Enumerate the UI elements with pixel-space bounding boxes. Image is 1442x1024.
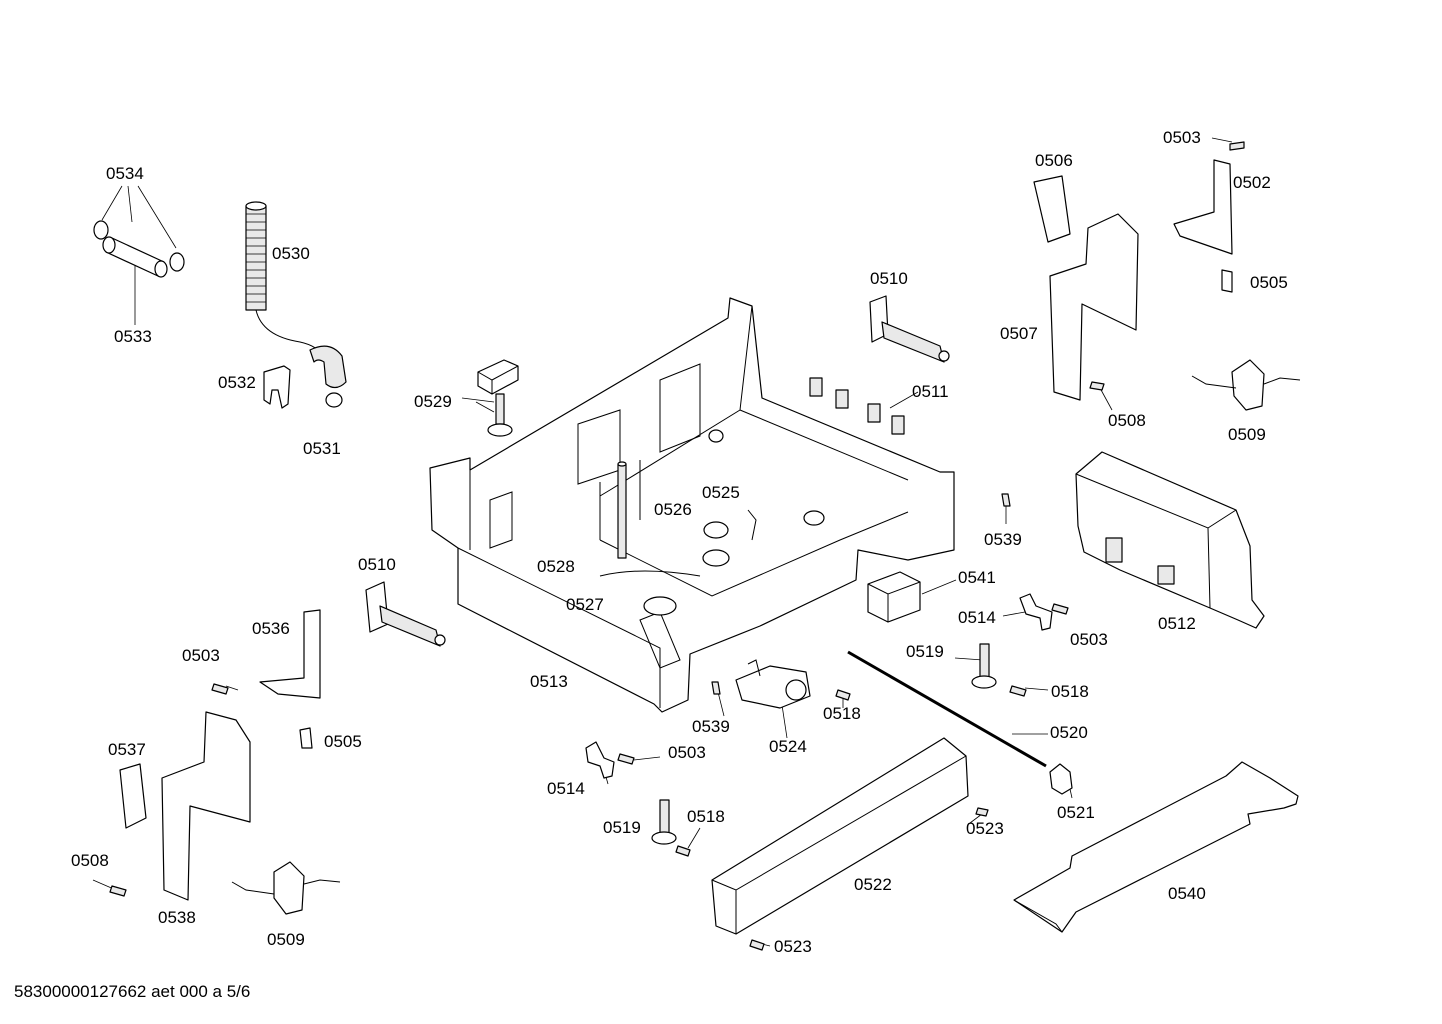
rod-and-knob-parts bbox=[847, 650, 1073, 795]
part-label-0509-right: 0509 bbox=[1228, 425, 1266, 444]
part-label-0537: 0537 bbox=[108, 740, 146, 759]
hose-connector-part bbox=[93, 220, 185, 278]
part-label-0514-center: 0514 bbox=[547, 779, 585, 798]
part-label-0539-center: 0539 bbox=[692, 717, 730, 736]
part-label-0519-right: 0519 bbox=[906, 642, 944, 661]
part-label-0534: 0534 bbox=[106, 164, 144, 183]
part-label-0532: 0532 bbox=[218, 373, 256, 392]
part-label-0538: 0538 bbox=[158, 908, 196, 927]
part-label-0503-left: 0503 bbox=[182, 646, 220, 665]
part-label-0536: 0536 bbox=[252, 619, 290, 638]
control-module-part bbox=[1075, 451, 1265, 629]
part-label-0521: 0521 bbox=[1057, 803, 1095, 822]
part-label-0540: 0540 bbox=[1168, 884, 1206, 903]
part-label-0502: 0502 bbox=[1233, 173, 1271, 192]
part-label-0527: 0527 bbox=[566, 595, 604, 614]
part-label-0508-left: 0508 bbox=[71, 851, 109, 870]
part-label-0513: 0513 bbox=[530, 672, 568, 691]
part-label-0533: 0533 bbox=[114, 327, 152, 346]
part-label-0522: 0522 bbox=[854, 875, 892, 894]
part-label-0514-right: 0514 bbox=[958, 608, 996, 627]
hose-clip-part bbox=[263, 365, 291, 409]
box-bracket-part bbox=[867, 571, 921, 623]
part-label-0525: 0525 bbox=[702, 483, 740, 502]
part-label-0505-left: 0505 bbox=[324, 732, 362, 751]
kick-plate-part bbox=[711, 737, 969, 935]
part-label-0531: 0531 bbox=[303, 439, 341, 458]
part-label-0523-lower: 0523 bbox=[774, 937, 812, 956]
door-spring-lower-part bbox=[365, 581, 446, 647]
adjustable-foot-part bbox=[477, 359, 519, 437]
part-label-0505-right: 0505 bbox=[1250, 273, 1288, 292]
part-label-0503-center: 0503 bbox=[668, 743, 706, 762]
part-label-0506: 0506 bbox=[1035, 151, 1073, 170]
part-label-0541: 0541 bbox=[958, 568, 996, 587]
part-label-0520: 0520 bbox=[1050, 723, 1088, 742]
part-label-0508-right: 0508 bbox=[1108, 411, 1146, 430]
part-label-0530: 0530 bbox=[272, 244, 310, 263]
part-label-0518-right: 0518 bbox=[1051, 682, 1089, 701]
part-label-0518-lower: 0518 bbox=[687, 807, 725, 826]
part-label-0511: 0511 bbox=[912, 382, 949, 401]
part-label-0523-upper: 0523 bbox=[966, 819, 1004, 838]
insulation-panel-part bbox=[1013, 761, 1299, 933]
leveling-feet-parts bbox=[651, 643, 997, 845]
screw-parts bbox=[109, 141, 1245, 951]
inlet-valve-part bbox=[735, 659, 811, 709]
part-label-0509-left: 0509 bbox=[267, 930, 305, 949]
part-label-0524: 0524 bbox=[769, 737, 807, 756]
corrugated-hose-part bbox=[245, 201, 347, 408]
mounting-bracket-parts-right bbox=[1033, 159, 1301, 411]
door-spring-upper-part bbox=[869, 295, 950, 363]
base-tub-part bbox=[429, 297, 955, 713]
part-label-0529: 0529 bbox=[414, 392, 452, 411]
part-label-0539-right: 0539 bbox=[984, 530, 1022, 549]
part-label-0503-right: 0503 bbox=[1070, 630, 1108, 649]
mounting-bracket-parts-left bbox=[119, 609, 341, 915]
part-label-0510-upper: 0510 bbox=[870, 269, 908, 288]
part-label-0507: 0507 bbox=[1000, 324, 1038, 343]
part-label-0528: 0528 bbox=[537, 557, 575, 576]
document-id: 58300000127662 aet 000 a 5/6 bbox=[14, 982, 251, 1001]
part-label-0512: 0512 bbox=[1158, 614, 1196, 633]
part-label-0526: 0526 bbox=[654, 500, 692, 519]
part-label-0518-center: 0518 bbox=[823, 704, 861, 723]
part-label-0519-center: 0519 bbox=[603, 818, 641, 837]
small-bracket-parts bbox=[585, 593, 1053, 779]
part-label-0510-lower: 0510 bbox=[358, 555, 396, 574]
part-label-0503-top: 0503 bbox=[1163, 128, 1201, 147]
